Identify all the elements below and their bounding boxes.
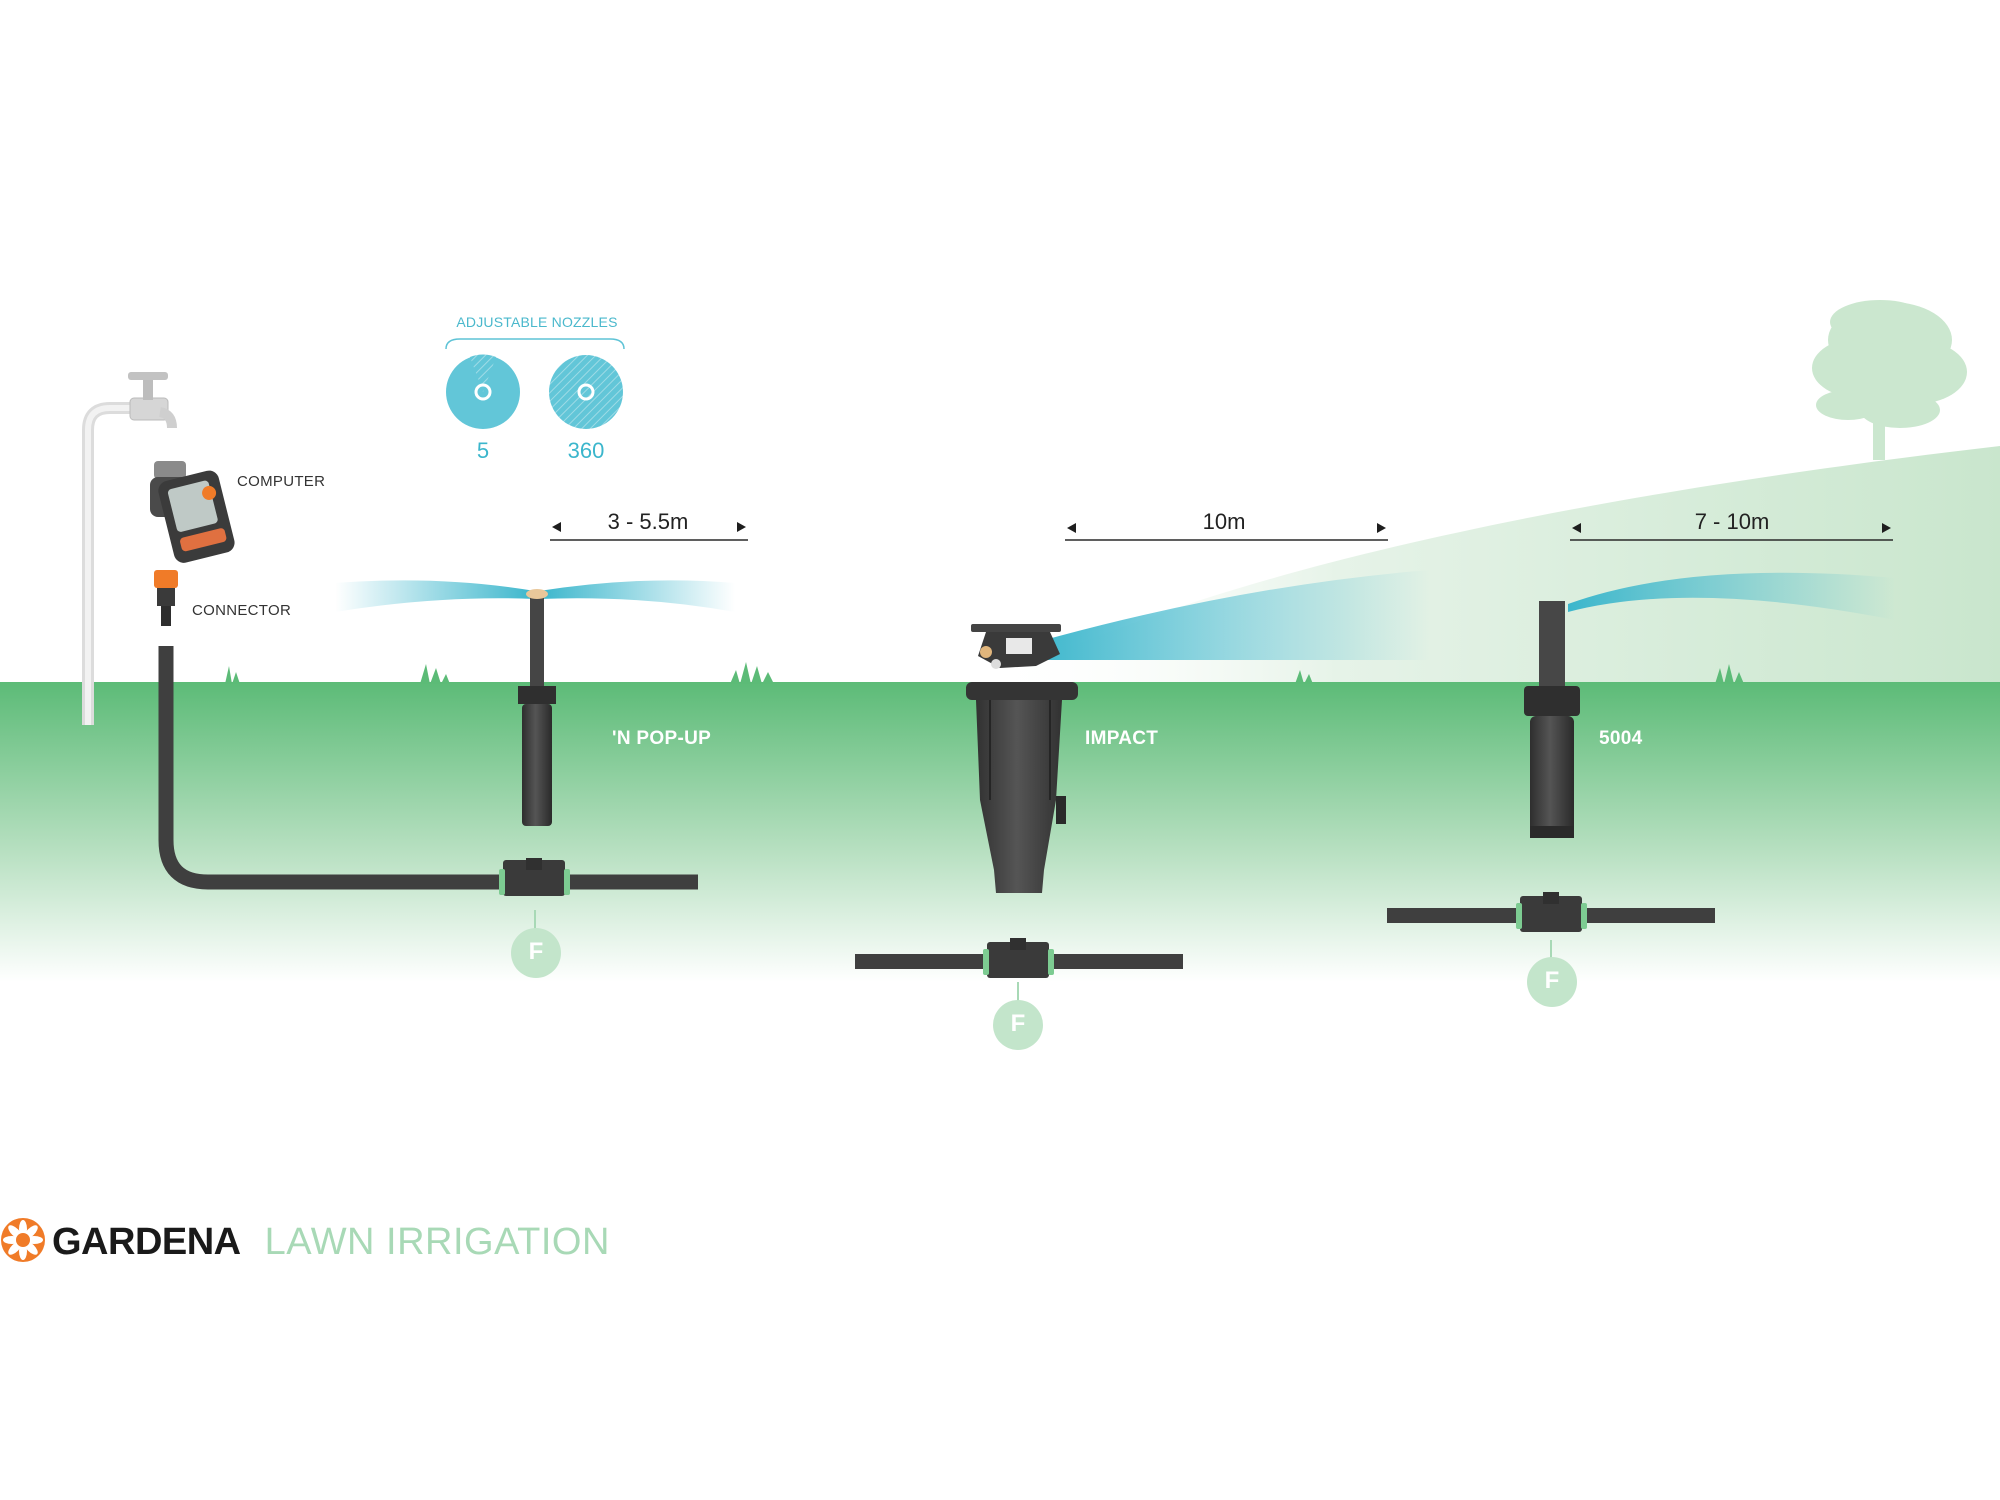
nozzle-5-icon [446,354,520,429]
nozzle-5-label: 5 [476,438,490,463]
range-label-popup: 3 - 5.5m [607,509,689,534]
gardena-logo-icon [1,1218,45,1262]
product-name-popup: 'N POP-UP [612,728,712,749]
pipe-tee [499,858,570,978]
fitting-marker-f: F [1544,967,1560,994]
fitting-marker-f: F [528,938,544,965]
pipe-tee [1387,892,1715,1007]
computer-label: COMPUTER [237,473,326,490]
popup-sprinkler [335,580,735,826]
nozzle-360-label: 360 [567,438,605,463]
connector-label: CONNECTOR [192,602,292,619]
fitting-marker-f: F [1010,1010,1026,1037]
product-name-impact: IMPACT [1085,728,1159,749]
grass-tufts [225,662,1744,684]
tree-icon [1812,300,1967,460]
range-indicator [1065,523,1388,541]
range-indicator [550,522,748,541]
brand-name: GARDENA [52,1220,241,1263]
range-label-5004: 7 - 10m [1694,509,1770,534]
range-indicator [1570,523,1893,541]
brand-tagline: LAWN IRRIGATION [264,1220,610,1263]
sprinkler-5004 [1524,572,1895,838]
water-tap [82,372,177,725]
pipe-tee [855,938,1183,1050]
supply-pipe [158,646,698,890]
adjustable-nozzles-title: ADJUSTABLE NOZZLES [456,314,618,330]
water-computer [150,461,235,563]
impact-sprinkler [966,570,1430,893]
product-name-5004: 5004 [1599,728,1643,749]
nozzle-bracket [445,338,625,350]
range-label-impact: 10m [1202,509,1246,534]
footer-brand: GARDENA LAWN IRRIGATION [0,1212,610,1272]
connector-fitting [154,570,178,626]
nozzle-360-icon [549,355,623,429]
